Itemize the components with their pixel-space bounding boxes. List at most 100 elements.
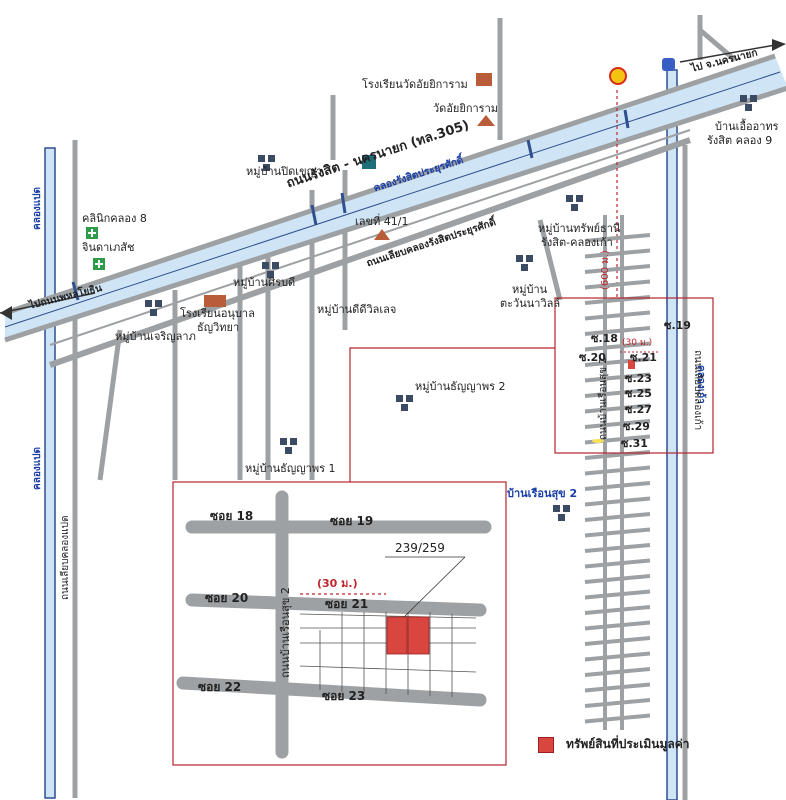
inset-top-soi25: ซ.25 — [625, 387, 652, 400]
label-lek-41: เลขที่ 41/1 — [355, 215, 409, 228]
soi-rung — [584, 233, 651, 243]
plot-leader — [403, 556, 466, 618]
cross-marks — [88, 229, 103, 268]
label-khlong-paet-bottom: คลองแปด — [32, 447, 43, 490]
detail-soi18: ซอย 18 — [210, 509, 254, 523]
label-liap-khlong-kao: ถนนเลียบคลองเก้า — [692, 350, 703, 431]
inset-top-soi20: ซ.20 — [579, 351, 606, 364]
inset-top-highlight — [592, 439, 604, 443]
detail-soi23: ซอย 23 — [322, 689, 366, 703]
village-house-icon — [750, 95, 757, 102]
village-house-icon — [563, 505, 570, 512]
village-house-icon — [267, 271, 274, 278]
subject-marker-small — [628, 360, 635, 369]
subject-plot-1 — [386, 616, 408, 655]
bridges — [71, 109, 630, 301]
soi-rung — [584, 388, 651, 398]
inset-top-soi27: ซ.27 — [625, 403, 652, 416]
soi-rung — [584, 512, 651, 522]
village-house-icon — [745, 104, 752, 111]
canal-road — [49, 137, 691, 368]
shell-icon — [609, 67, 627, 85]
label-moo-dd: หมู่บ้านดีดีวิลเลจ — [317, 303, 397, 316]
village-house-icon — [263, 164, 270, 171]
detail-soi19: ซอย 19 — [330, 514, 374, 528]
soi-rung — [584, 667, 651, 677]
label-moo-thanyaporn-2: หมู่บ้านธัญญาพร 2 — [415, 380, 506, 393]
school-icon-1 — [476, 73, 492, 86]
label-ban-ueaarthon-2: รังสิต คลอง 9 — [707, 134, 773, 147]
village-house-icon — [401, 404, 408, 411]
detail-soi22: ซอย 22 — [198, 680, 242, 694]
label-moo-thanyaporn-1: หมู่บ้านธัญญาพร 1 — [245, 462, 336, 475]
village-house-icon — [740, 95, 747, 102]
village-house-icon — [155, 300, 162, 307]
inset-top-soi19: ซ.19 — [664, 319, 691, 332]
village-house-icon — [258, 155, 265, 162]
arrow-right — [772, 39, 786, 51]
soi-rung — [584, 651, 651, 662]
label-moo-suppha-2: รังสิต-คลองเก้า — [541, 236, 613, 249]
detail-soi21: ซอย 21 — [325, 597, 369, 611]
soi-rung — [584, 713, 651, 724]
label-ban-ruen-suk: บ้านเรือนสุข 2 — [507, 487, 578, 500]
house-icon — [374, 229, 390, 240]
inset-top-soi29: ซ.29 — [623, 420, 650, 433]
village-icons — [145, 95, 757, 521]
inset-top-soi31: ซ.31 — [621, 437, 648, 450]
soi-rung — [584, 558, 651, 569]
inset-top-frame — [554, 297, 714, 454]
detail-dist: (30 ม.) — [317, 577, 358, 590]
village-house-icon — [566, 195, 573, 202]
village-house-icon — [521, 264, 528, 271]
soi-rung — [584, 698, 651, 708]
detail-soi20: ซอย 20 — [205, 591, 249, 605]
village-house-icon — [396, 395, 403, 402]
village-house-icon — [150, 309, 157, 316]
legend-swatch — [538, 737, 554, 753]
soi-rung — [584, 682, 651, 693]
soi-rung — [584, 310, 651, 321]
label-moo-dtawan: หมู่บ้าน — [512, 283, 548, 296]
village-house-icon — [290, 438, 297, 445]
village-house-icon — [576, 195, 583, 202]
soi-rung — [584, 527, 651, 538]
label-moo-sirabodi: หมู่บ้านศิรบดี — [233, 276, 296, 289]
village-house-icon — [145, 300, 152, 307]
label-pharmacy: จินดาเภสัช — [82, 241, 135, 254]
inset-connector — [349, 347, 555, 482]
label-clinic: คลินิกคลอง 8 — [82, 212, 147, 225]
building-icon — [362, 155, 376, 169]
label-moo-pitchaya: หมู่บ้านปิดเขญา — [246, 165, 323, 178]
khlong-kao-canal — [666, 69, 678, 800]
village-house-icon — [272, 262, 279, 269]
soi-rung — [584, 465, 651, 476]
soi-rung — [584, 264, 651, 274]
bank-icon — [662, 58, 675, 71]
village-house-icon — [406, 395, 413, 402]
soi-rung — [584, 419, 651, 429]
school-icon-2 — [204, 295, 226, 307]
temple-icon — [477, 115, 495, 126]
soi-rung — [584, 403, 651, 414]
detail-road: ถนนบ้านเรือนสุข 2 — [279, 587, 292, 678]
soi-rung — [584, 372, 651, 383]
soi-rung — [584, 481, 651, 491]
soi-rung — [584, 341, 651, 352]
village-house-icon — [571, 204, 578, 211]
soi-ladder — [584, 215, 651, 730]
village-house-icon — [516, 255, 523, 262]
village-house-icon — [280, 438, 287, 445]
label-moo-suppha: หมู่บ้านทรัพย์ธานี — [538, 222, 621, 235]
arrow-left — [0, 306, 12, 320]
soi-rung — [584, 357, 651, 367]
soi-rung — [584, 620, 651, 631]
village-house-icon — [285, 447, 292, 454]
village-house-icon — [553, 505, 560, 512]
soi-rung — [584, 589, 651, 600]
legend-label: ทรัพย์สินที่ประเมินมูลค่า — [566, 737, 690, 751]
soi-rung — [584, 279, 651, 290]
soi-rung — [584, 636, 651, 646]
